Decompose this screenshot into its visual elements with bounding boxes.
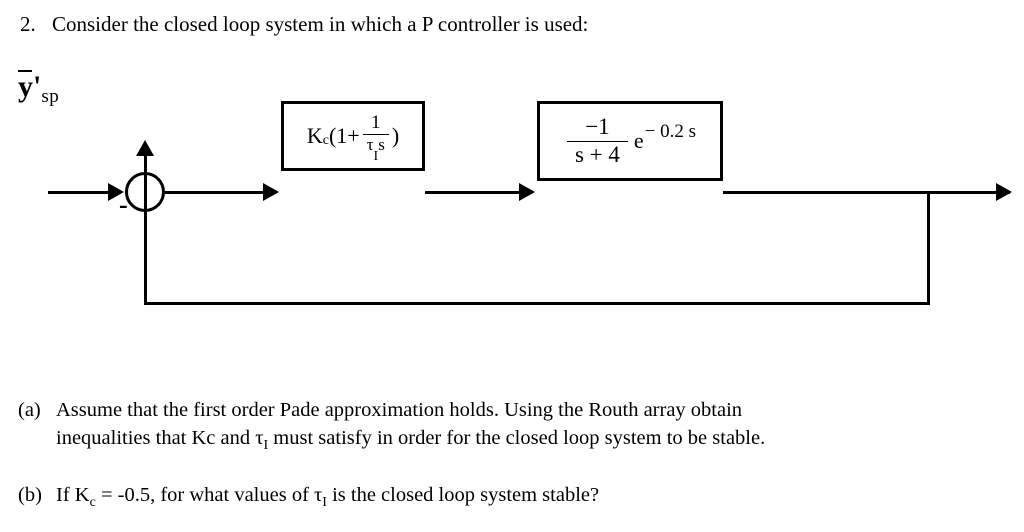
laplace-s: s xyxy=(378,134,385,154)
error-signal-line xyxy=(165,191,265,194)
part-a-line2-pre: inequalities that Kc and xyxy=(56,427,256,449)
question-number: 2. xyxy=(20,12,36,36)
negative-sign-label: - xyxy=(119,190,128,219)
controller-fraction-denominator: τIs xyxy=(362,133,389,163)
setpoint-prime: ' xyxy=(33,70,42,103)
part-a-line-1: Assume that the first order Pade approxi… xyxy=(56,399,743,421)
part-b-tau-subscript: I xyxy=(322,495,327,510)
feedback-vertical-left xyxy=(144,152,147,304)
process-output-line xyxy=(723,191,1010,194)
setpoint-input-line xyxy=(48,191,110,194)
part-a-line-2: inequalities that Kc and τI must satisfy… xyxy=(56,424,1008,460)
controller-gain: K xyxy=(306,123,323,148)
part-a-tau: τ xyxy=(255,427,264,449)
process-fraction-numerator: −1 xyxy=(585,114,610,140)
setpoint-input-arrowhead xyxy=(108,183,124,201)
question-text: Consider the closed loop system in which… xyxy=(52,12,589,36)
exponential-base: e xyxy=(633,128,644,153)
part-b-tag: (b) xyxy=(18,484,42,506)
controller-output-line xyxy=(425,191,521,194)
part-b-line1-mid: = -0.5, for what values of xyxy=(95,484,315,506)
part-b-kc-subscript: c xyxy=(89,495,96,510)
part-a-tag: (a) xyxy=(18,399,41,421)
feedback-horizontal-bottom xyxy=(144,302,930,305)
part-b-body: If Kc = -0.5, for what values of τI is t… xyxy=(56,481,1008,517)
output-arrowhead xyxy=(996,183,1012,201)
setpoint-subscript: sp xyxy=(41,86,60,107)
process-fraction-denominator: s + 4 xyxy=(566,140,628,167)
controller-gain-subscript: c xyxy=(322,133,329,148)
feedback-arrowhead xyxy=(136,140,154,156)
question-header: 2. Consider the closed loop system in whi… xyxy=(20,10,1000,38)
part-a-body: Assume that the first order Pade approxi… xyxy=(56,396,1008,460)
part-b: (b) If Kc = -0.5, for what values of τI … xyxy=(18,481,1008,517)
part-a: (a) Assume that the first order Pade app… xyxy=(18,396,1008,460)
setpoint-label: y'sp xyxy=(18,68,59,106)
controller-close-paren: ) xyxy=(391,123,400,148)
exponential-exponent: − 0.2 s xyxy=(644,120,697,142)
part-b-line-1: If Kc = -0.5, for what values of τI is t… xyxy=(56,481,1008,517)
part-b-line1-post: is the closed loop system stable? xyxy=(326,484,600,506)
part-b-tau: τ xyxy=(314,484,323,506)
feedback-vertical-right xyxy=(927,191,930,304)
setpoint-symbol: y xyxy=(18,70,33,103)
controller-open-paren: (1+ xyxy=(328,123,360,148)
part-a-tau-subscript: I xyxy=(263,438,269,453)
tau-subscript: I xyxy=(373,148,379,164)
controller-input-arrowhead xyxy=(263,183,279,201)
controller-fraction-numerator: 1 xyxy=(371,111,381,133)
part-a-line2-post: must satisfy in order for the closed loo… xyxy=(268,427,766,449)
part-b-line1-pre: If K xyxy=(56,484,90,506)
process-input-arrowhead xyxy=(519,183,535,201)
tau-symbol: τ xyxy=(366,134,374,154)
